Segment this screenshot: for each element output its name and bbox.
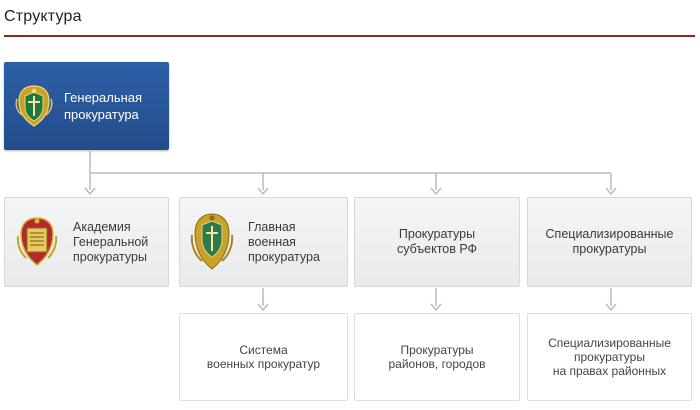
node-label: Специализированные прокуратуры на правах… [548, 336, 671, 378]
page-title: Структура [4, 8, 82, 25]
node-specialized-prosecutors[interactable]: Специализированные прокуратуры [527, 197, 692, 287]
academy-emblem-icon [15, 214, 59, 270]
node-label: Генеральная прокуратура [64, 90, 143, 122]
node-main-military-prosecutor[interactable]: Главная военная прокуратура [179, 197, 348, 287]
node-subject-prosecutors[interactable]: Прокуратуры субъектов РФ [354, 197, 520, 287]
node-academy[interactable]: Академия Генеральной прокуратуры [4, 197, 169, 287]
node-military-prosecutor-system[interactable]: Система военных прокуратур [179, 313, 348, 401]
node-district-city-prosecutors[interactable]: Прокуратуры районов, городов [354, 313, 520, 401]
title-divider [4, 35, 695, 37]
node-label: Специализированные прокуратуры [545, 227, 674, 256]
node-label: Система военных прокуратур [206, 343, 321, 371]
prosecutor-general-emblem-icon [14, 83, 54, 129]
node-label: Прокуратуры районов, городов [388, 343, 486, 371]
node-specialized-district-prosecutors[interactable]: Специализированные прокуратуры на правах… [527, 313, 692, 401]
node-label: Прокуратуры субъектов РФ [396, 227, 478, 256]
node-prosecutor-general[interactable]: Генеральная прокуратура [4, 62, 169, 150]
node-label: Академия Генеральной прокуратуры [73, 219, 149, 264]
military-prosecutor-emblem-icon [190, 211, 234, 273]
node-label: Главная военная прокуратура [248, 219, 320, 264]
